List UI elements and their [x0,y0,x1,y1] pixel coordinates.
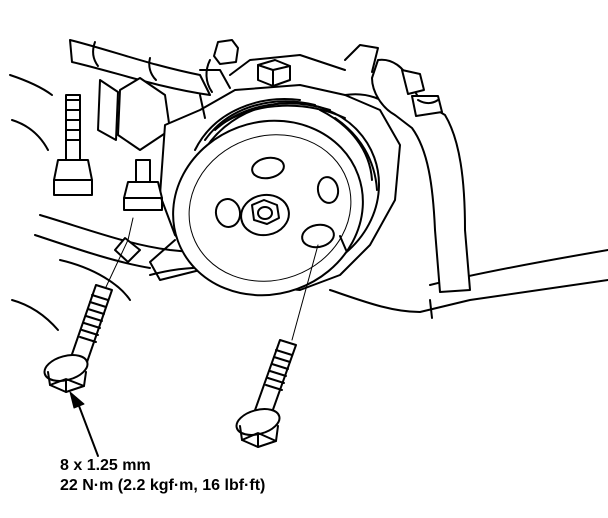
mounting-bolt-right [235,339,297,448]
leader-arrow-icon [69,391,99,457]
bolt-spec-callout: 8 x 1.25 mm 22 N·m (2.2 kgf·m, 16 lbf·ft… [60,456,265,496]
bolt-alignment-lines [105,217,319,341]
pump-top-bolt [213,39,291,87]
bolt-torque-label: 22 N·m (2.2 kgf·m, 16 lbf·ft) [60,477,266,494]
pump-pulley [172,98,380,297]
mounting-stud-rear [53,94,93,196]
pressure-hose [371,58,471,293]
mounting-bolt-left [43,284,113,393]
mounting-stud-front [123,159,163,211]
bolt-size-label: 8 x 1.25 mm [60,457,151,474]
